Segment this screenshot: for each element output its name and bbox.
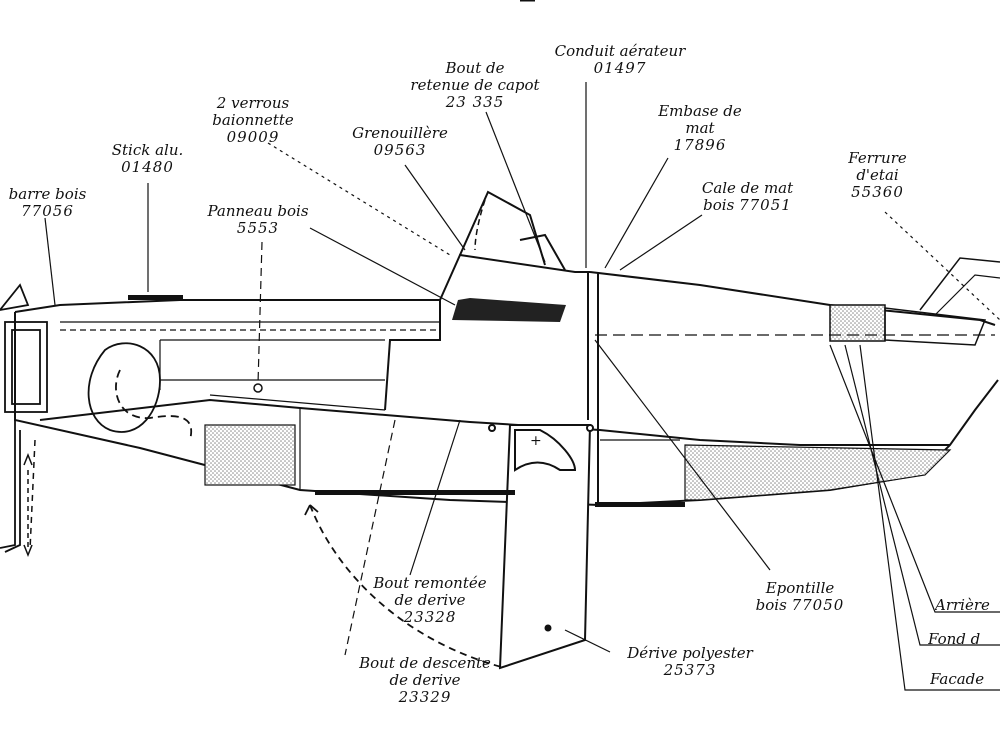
label-bout-descente-derive: Bout de descente de derive 23329 [359,654,491,706]
label-panneau-bois: Panneau bois 5553 [207,202,309,237]
label-conduit-aerateur: Conduit aérateur 01497 [554,42,686,77]
label-epontille-bois: Epontille bois 77050 [755,579,845,614]
hatched-panel-left [204,424,296,486]
label-stick-alu: Stick alu. 01480 [111,141,184,176]
label-derive-polyester: Dérive polyester 25373 [627,644,753,679]
label-embase-de-mat: Embase de mat 17896 [658,102,742,154]
centreboard: + [488,424,594,670]
label-bout-remontee-derive: Bout remontée de derive 23328 [373,574,487,626]
label-verrous-baionnette: 2 verrous baionnette 09009 [212,94,294,146]
label-bout-retenue-capot: Bout de retenue de capot 23 335 [410,59,540,111]
cabin-window [452,298,566,322]
label-arriere: Arrière [935,597,990,614]
label-barre-bois: barre bois 77056 [8,185,87,220]
label-ferrure-etai: Ferrure d'etai 55360 [848,149,907,201]
label-grenouillere: Grenouillère 09563 [352,124,448,159]
leader-lines [44,82,1000,691]
label-fond: Fond d [928,631,981,648]
label-facade: Facade [930,671,985,688]
cabin-structure [384,190,599,505]
svg-text:+: + [530,433,542,449]
hatched-panel-right [684,444,952,501]
label-cale-de-mat: Cale de mat bois 77051 [701,179,794,214]
